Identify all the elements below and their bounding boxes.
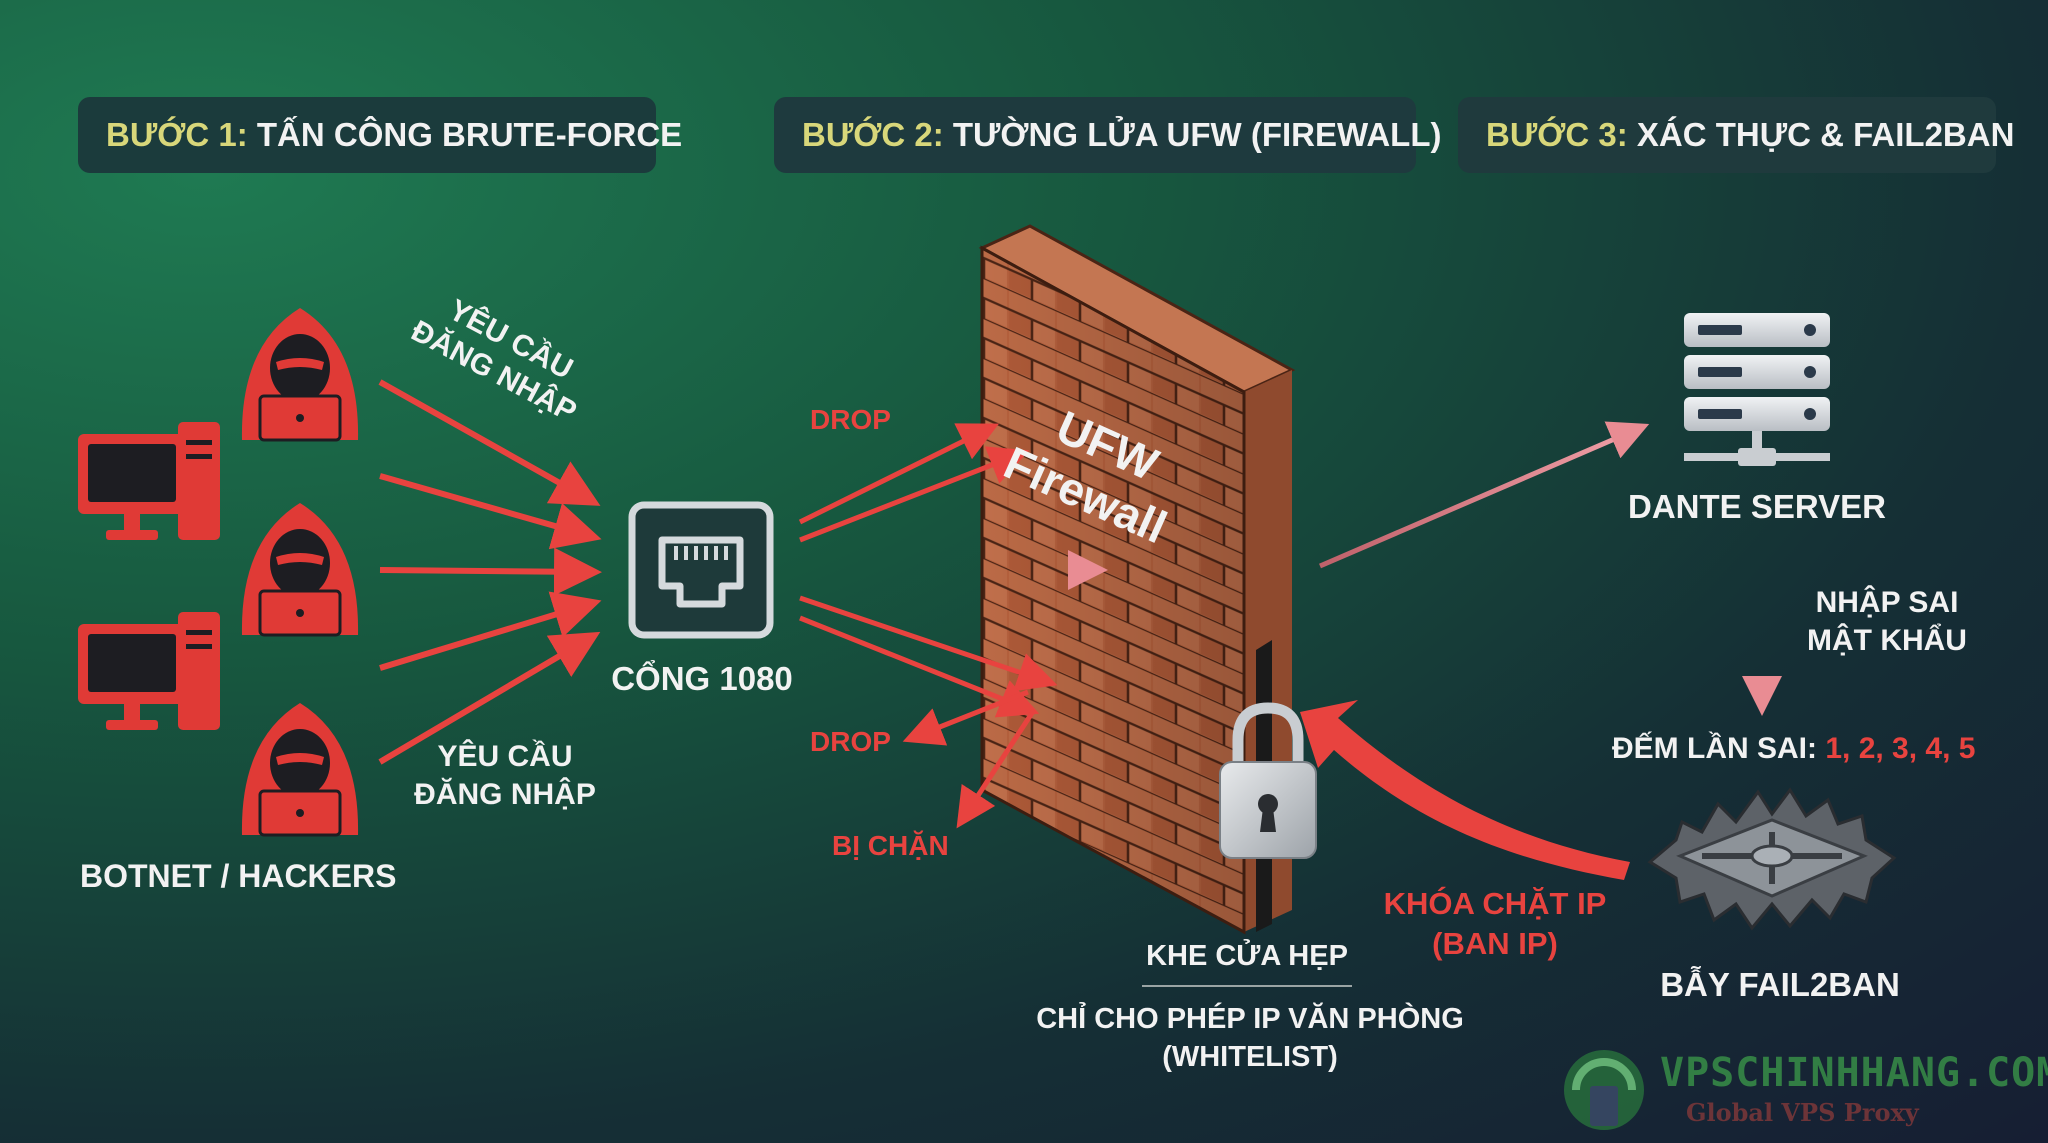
whitelist-label: CHỈ CHO PHÉP IP VĂN PHÒNG (WHITELIST) bbox=[1030, 1000, 1470, 1076]
fail-count-values: 1, 2, 3, 4, 5 bbox=[1825, 732, 1976, 765]
step-2-title: TƯỜNG LỬA UFW (FIREWALL) bbox=[952, 116, 1442, 153]
step-1-header: BƯỚC 1: TẤN CÔNG BRUTE-FORCE bbox=[78, 97, 682, 173]
whitelist-line-2: (WHITELIST) bbox=[1162, 1041, 1338, 1073]
hacker-icon bbox=[241, 503, 359, 637]
step-3-header: BƯỚC 3: XÁC THỰC & FAIL2BAN bbox=[1458, 97, 2014, 173]
botnet-label: BOTNET / HACKERS bbox=[80, 858, 397, 894]
attack-arrows bbox=[378, 379, 602, 765]
step-2-prefix: BƯỚC 2: bbox=[802, 116, 944, 153]
narrow-gap-label: KHE CỬA HẸP bbox=[1146, 940, 1348, 972]
hacker-icon bbox=[241, 703, 359, 837]
dante-server-label: DANTE SERVER bbox=[1628, 488, 1886, 525]
whitelist-line-1: CHỈ CHO PHÉP IP VĂN PHÒNG bbox=[1036, 1003, 1464, 1035]
bear-trap-icon bbox=[1647, 787, 1897, 931]
fail-count-prefix: ĐẾM LẦN SAI: bbox=[1612, 732, 1817, 765]
computer-icon bbox=[78, 422, 220, 540]
ban-ip-line-2: (BAN IP) bbox=[1432, 926, 1558, 961]
fail2ban-trap-label: BẪY FAIL2BAN bbox=[1660, 966, 1900, 1003]
blocked-label: BỊ CHẶN bbox=[832, 830, 949, 861]
watermark-subtitle: Global VPS Proxy bbox=[1686, 1098, 1919, 1127]
step-2-header: BƯỚC 2: TƯỜNG LỬA UFW (FIREWALL) bbox=[774, 97, 1441, 173]
wrong-password-line-2: MẬT KHẨU bbox=[1807, 624, 1967, 657]
step-3-title: XÁC THỰC & FAIL2BAN bbox=[1636, 116, 2015, 153]
hacker-icon bbox=[241, 308, 359, 442]
drop-label-bottom: DROP bbox=[810, 726, 891, 757]
wrong-password-label: NHẬP SAI MẬT KHẨU bbox=[1784, 584, 1990, 660]
ban-ip-arrow bbox=[1300, 700, 1630, 880]
fail-count-label: ĐẾM LẦN SAI: 1, 2, 3, 4, 5 bbox=[1612, 732, 1975, 766]
port-to-wall-arrows bbox=[798, 423, 1058, 718]
ethernet-port-icon bbox=[628, 501, 774, 639]
wrong-password-line-1: NHẬP SAI bbox=[1815, 586, 1959, 619]
server-icon bbox=[1684, 313, 1830, 466]
login-request-label: YÊU CẦU ĐĂNG NHẬP bbox=[402, 738, 608, 814]
ban-ip-line-1: KHÓA CHẶT IP bbox=[1383, 886, 1607, 921]
deflect-arrows bbox=[902, 689, 1037, 829]
allowed-traffic-arrow bbox=[1319, 421, 1650, 569]
computer-icon bbox=[78, 612, 220, 730]
drop-label-top: DROP bbox=[810, 404, 891, 435]
watermark-title: VPSCHINHHANG.COM bbox=[1660, 1050, 2048, 1096]
login-request-line-2: ĐĂNG NHẬP bbox=[414, 778, 596, 811]
padlock-icon bbox=[1219, 702, 1317, 859]
ban-ip-label: KHÓA CHẶT IP (BAN IP) bbox=[1372, 884, 1618, 964]
step-3-prefix: BƯỚC 3: bbox=[1486, 116, 1628, 153]
step-1-title: TẤN CÔNG BRUTE-FORCE bbox=[256, 116, 683, 153]
port-label: CỔNG 1080 bbox=[611, 660, 793, 697]
watermark-logo-icon bbox=[1564, 1050, 1644, 1130]
login-request-line-1: YÊU CẦU bbox=[437, 740, 573, 773]
step-1-prefix: BƯỚC 1: bbox=[106, 116, 248, 153]
